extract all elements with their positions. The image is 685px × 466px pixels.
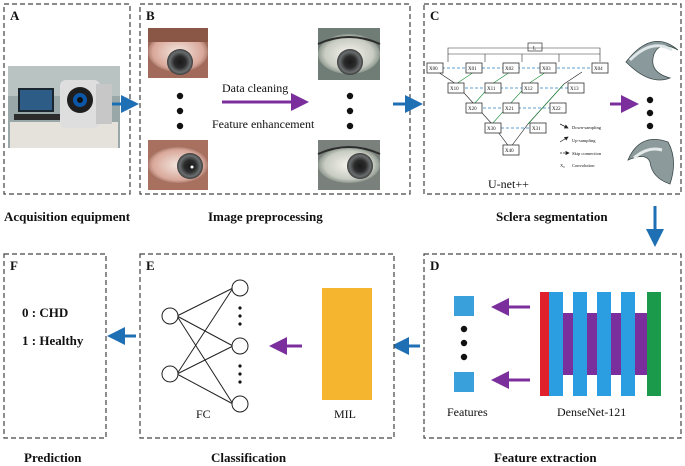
fc-output-node-0 xyxy=(161,307,179,325)
legend-convolution: Convolution xyxy=(572,163,595,168)
raw-dots xyxy=(176,92,184,130)
node-x00: X00 xyxy=(429,67,438,72)
fc-input-node-top xyxy=(231,279,249,297)
node-x21: X21 xyxy=(505,107,514,112)
panel-d-letter: D xyxy=(430,258,439,273)
panel-d: D Features DenseNet-121 Feature extracti… xyxy=(423,253,682,465)
unet-label: U-net++ xyxy=(488,177,529,191)
node-x10: X10 xyxy=(450,87,459,92)
mil-block xyxy=(322,288,372,400)
densenet-label: DenseNet-121 xyxy=(557,405,626,419)
panel-a: A Acquisition equipment xyxy=(3,3,131,224)
unet-diagram: L X00 X01 X02 X03 X04 X10 X11 X12 X13 xyxy=(426,42,609,168)
node-x13: X13 xyxy=(570,87,579,92)
fc-input-node-bottom xyxy=(231,395,249,413)
node-x04: X04 xyxy=(594,67,603,72)
panel-a-letter: A xyxy=(10,8,20,23)
enhanced-eye-image-top xyxy=(317,28,381,80)
feature-block-top xyxy=(454,296,474,316)
node-x22: X22 xyxy=(552,107,561,112)
node-x03: X03 xyxy=(542,67,551,72)
segmentation-dots xyxy=(646,96,654,130)
node-x11: X11 xyxy=(487,87,496,92)
panel-b-letter: B xyxy=(146,8,155,23)
panel-f: F 0 : CHD 1 : Healthy Prediction xyxy=(3,253,107,465)
fc-output-node-1 xyxy=(161,365,179,383)
mil-label: MIL xyxy=(334,407,356,421)
features-label: Features xyxy=(447,405,488,419)
panel-c: C L X00 X01 X02 X03 X04 X10 X11 xyxy=(423,3,682,224)
feature-block-bottom xyxy=(454,372,474,392)
feature-vectors xyxy=(454,296,474,392)
unet-top-box-label: L xyxy=(533,47,536,52)
fc-input-node-middle xyxy=(231,337,249,355)
panel-f-caption: Prediction xyxy=(24,450,82,465)
class-chd: 0 : CHD xyxy=(22,305,68,320)
panel-b: B Data cleaning Feature enhancement xyxy=(139,3,411,224)
legend-conv-symbol: X₀ xyxy=(560,163,565,168)
panel-c-letter: C xyxy=(430,8,439,23)
raw-eye-image-top xyxy=(148,28,208,78)
node-x31: X31 xyxy=(532,127,541,132)
panel-d-caption: Feature extraction xyxy=(494,450,597,465)
unet-nodes: X00 X01 X02 X03 X04 X10 X11 X12 X13 X20 … xyxy=(426,62,609,156)
step-feature-enhancement: Feature enhancement xyxy=(212,117,315,131)
enhanced-eye-image-bottom xyxy=(317,140,381,190)
unet-top-box xyxy=(527,42,543,52)
node-x20: X20 xyxy=(468,107,477,112)
node-x30: X30 xyxy=(487,127,496,132)
acquisition-equipment-photo xyxy=(8,66,120,148)
unet-legend: Down-sampling Up-sampling Skip connectio… xyxy=(559,123,602,168)
sclera-mask-top xyxy=(625,41,679,81)
legend-skip-connection: Skip connection xyxy=(572,151,602,156)
panel-f-letter: F xyxy=(10,258,18,273)
legend-up-sampling: Up-sampling xyxy=(572,138,596,143)
panel-e-letter: E xyxy=(146,258,155,273)
node-x40: X40 xyxy=(505,149,514,154)
node-x02: X02 xyxy=(505,67,514,72)
node-x12: X12 xyxy=(524,87,533,92)
panel-e: E FC MIL Cla xyxy=(139,253,395,465)
node-x01: X01 xyxy=(468,67,477,72)
panel-e-caption: Classification xyxy=(211,450,287,465)
panel-c-frame xyxy=(423,3,682,195)
sclera-mask-bottom xyxy=(627,138,674,185)
enhanced-dots xyxy=(346,92,354,130)
raw-eye-image-bottom xyxy=(148,140,208,190)
legend-down-sampling: Down-sampling xyxy=(572,125,602,130)
panel-b-caption: Image preprocessing xyxy=(208,209,323,224)
fc-network xyxy=(161,279,249,413)
panel-c-caption: Sclera segmentation xyxy=(496,209,608,224)
panel-f-frame xyxy=(3,253,107,439)
step-data-cleaning: Data cleaning xyxy=(222,81,288,95)
panel-a-caption: Acquisition equipment xyxy=(4,209,131,224)
class-healthy: 1 : Healthy xyxy=(22,333,84,348)
fc-label: FC xyxy=(196,407,211,421)
densenet-diagram xyxy=(540,292,661,396)
